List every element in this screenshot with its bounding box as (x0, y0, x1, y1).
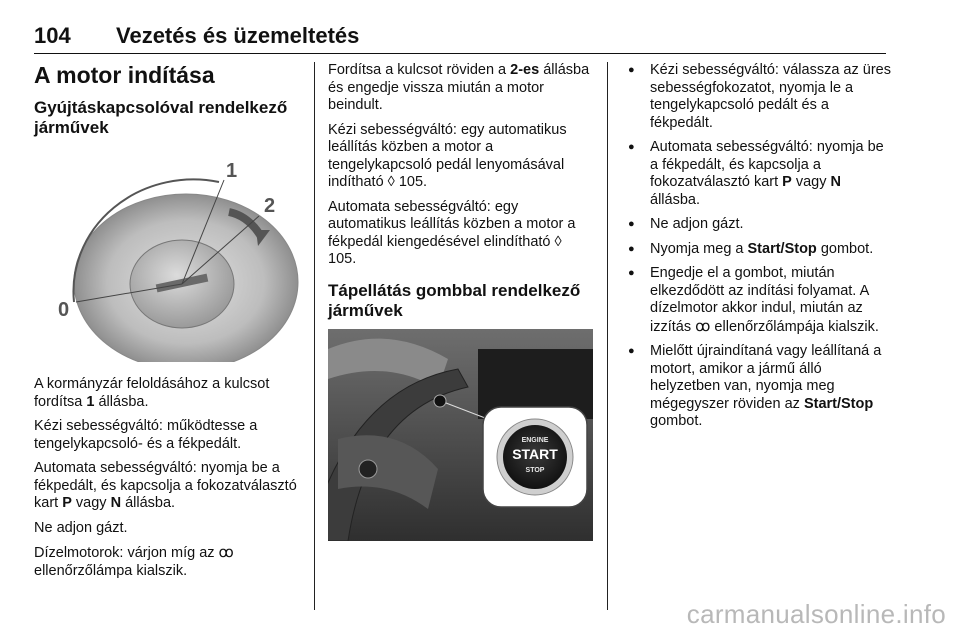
watermark: carmanualsonline.info (686, 599, 946, 629)
page-reference: ◊ 105. (387, 174, 428, 190)
label-position-2: 2 (264, 195, 275, 217)
instrument-hood (328, 338, 448, 389)
header-rule (34, 53, 886, 54)
ignition-switch-illustration: 0 1 2 (58, 160, 299, 362)
subsection-title-power-button: Tápellátás gombbal rendelkező járművek (328, 280, 581, 320)
ignition-switch-figure: 0 1 2 (34, 152, 299, 362)
list-item: Mielőtt újraindítaná vagy leállítaná a m… (622, 343, 892, 431)
label-position-1: 1 (226, 160, 237, 182)
paragraph-automatic: Automata sebességváltó: nyomja be a fékp… (34, 460, 297, 511)
paragraph-automatic-autostop: Automata sebességváltó: egy automatikus … (328, 198, 576, 268)
list-item: Automata sebességváltó: nyomja be a fékp… (622, 139, 892, 209)
position-1-line (181, 179, 225, 285)
start-arrow-head (256, 230, 270, 246)
rotation-arc (72, 178, 220, 303)
position-2-line (181, 215, 260, 285)
glow-plug-icon: ꝏ (695, 317, 711, 335)
column-3: Kézi sebességváltó: válassza az üres seb… (622, 62, 892, 438)
page-reference: ◊ 105. (328, 233, 562, 268)
section-title: A motor indítása (34, 62, 215, 88)
column-1: A motor indítása Gyújtáskapcsolóval rend… (34, 62, 299, 587)
paragraph-manual: Kézi sebességváltó: működtesse a tengely… (34, 418, 258, 452)
instruction-list: Kézi sebességváltó: válassza az üres seb… (622, 62, 892, 431)
label-position-0: 0 (58, 299, 69, 321)
paragraph-no-throttle: Ne adjon gázt. (34, 519, 128, 536)
column-2: Fordítsa a kulcsot röviden a 2-es állásb… (307, 62, 593, 541)
small-start-button (433, 394, 447, 407)
button-label-stop: STOP (526, 467, 545, 474)
paragraph-manual-autostop: Kézi sebességváltó: egy automatikus leál… (328, 121, 567, 191)
column-divider-1 (314, 62, 315, 610)
paragraph-diesel: Dízelmotorok: várjon míg az ꝏ ellenőrzől… (34, 544, 234, 579)
steering-wheel-spoke (338, 434, 438, 509)
list-item: Nyomja meg a Start/Stop gombot. (622, 241, 892, 259)
column-divider-2 (607, 62, 608, 610)
glow-plug-icon: ꝏ (218, 544, 234, 561)
button-label-start: START (512, 446, 558, 462)
page-header: 104 Vezetés és üzemeltetés (34, 23, 886, 54)
dashboard-photo: ENGINE START STOP (307, 328, 593, 541)
start-button-figure: ENGINE START STOP (307, 328, 593, 541)
position-0-line (75, 283, 183, 303)
wheel-button (358, 459, 378, 478)
subsection-title-ignition: Gyújtáskapcsolóval rendelkező járművek (34, 98, 288, 137)
page-number: 104 (34, 23, 71, 48)
paragraph-turn-key: Fordítsa a kulcsot röviden a 2-es állásb… (328, 62, 590, 113)
start-stop-button (503, 424, 567, 489)
running-title: Vezetés és üzemeltetés (116, 23, 360, 48)
list-item: Engedje el a gombot, miután elkezdődött … (622, 265, 892, 336)
button-label-engine: ENGINE (522, 437, 549, 444)
list-item: Ne adjon gázt. (622, 216, 892, 234)
list-item: Kézi sebességváltó: válassza az üres seb… (622, 62, 892, 132)
paragraph-steering-lock: A kormányzár feloldásához a kulcsot ford… (34, 376, 270, 410)
